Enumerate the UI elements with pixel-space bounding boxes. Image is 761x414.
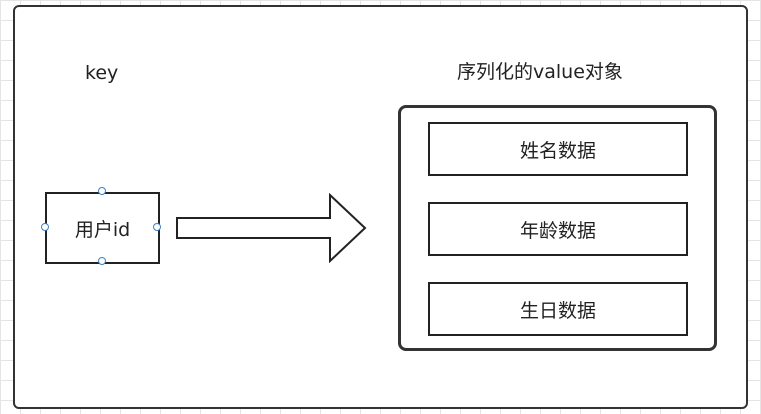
right-arrow — [176, 193, 367, 263]
field-name-label: 姓名数据 — [519, 139, 596, 162]
user-id-label: 用户id — [74, 218, 131, 241]
key-label: key — [85, 62, 119, 84]
field-birthday-label: 生日数据 — [519, 299, 596, 322]
value-object-title: 序列化的value对象 — [457, 61, 623, 83]
field-age: 年龄数据 — [428, 202, 688, 256]
field-age-label: 年龄数据 — [519, 219, 596, 242]
field-name: 姓名数据 — [428, 122, 688, 176]
selection-handle-left[interactable] — [41, 223, 49, 231]
user-id-box[interactable]: 用户id — [45, 192, 160, 264]
selection-handle-bottom[interactable] — [98, 257, 106, 265]
selection-handle-top[interactable] — [98, 187, 106, 195]
selection-handle-right[interactable] — [153, 223, 161, 231]
field-birthday: 生日数据 — [428, 282, 688, 336]
